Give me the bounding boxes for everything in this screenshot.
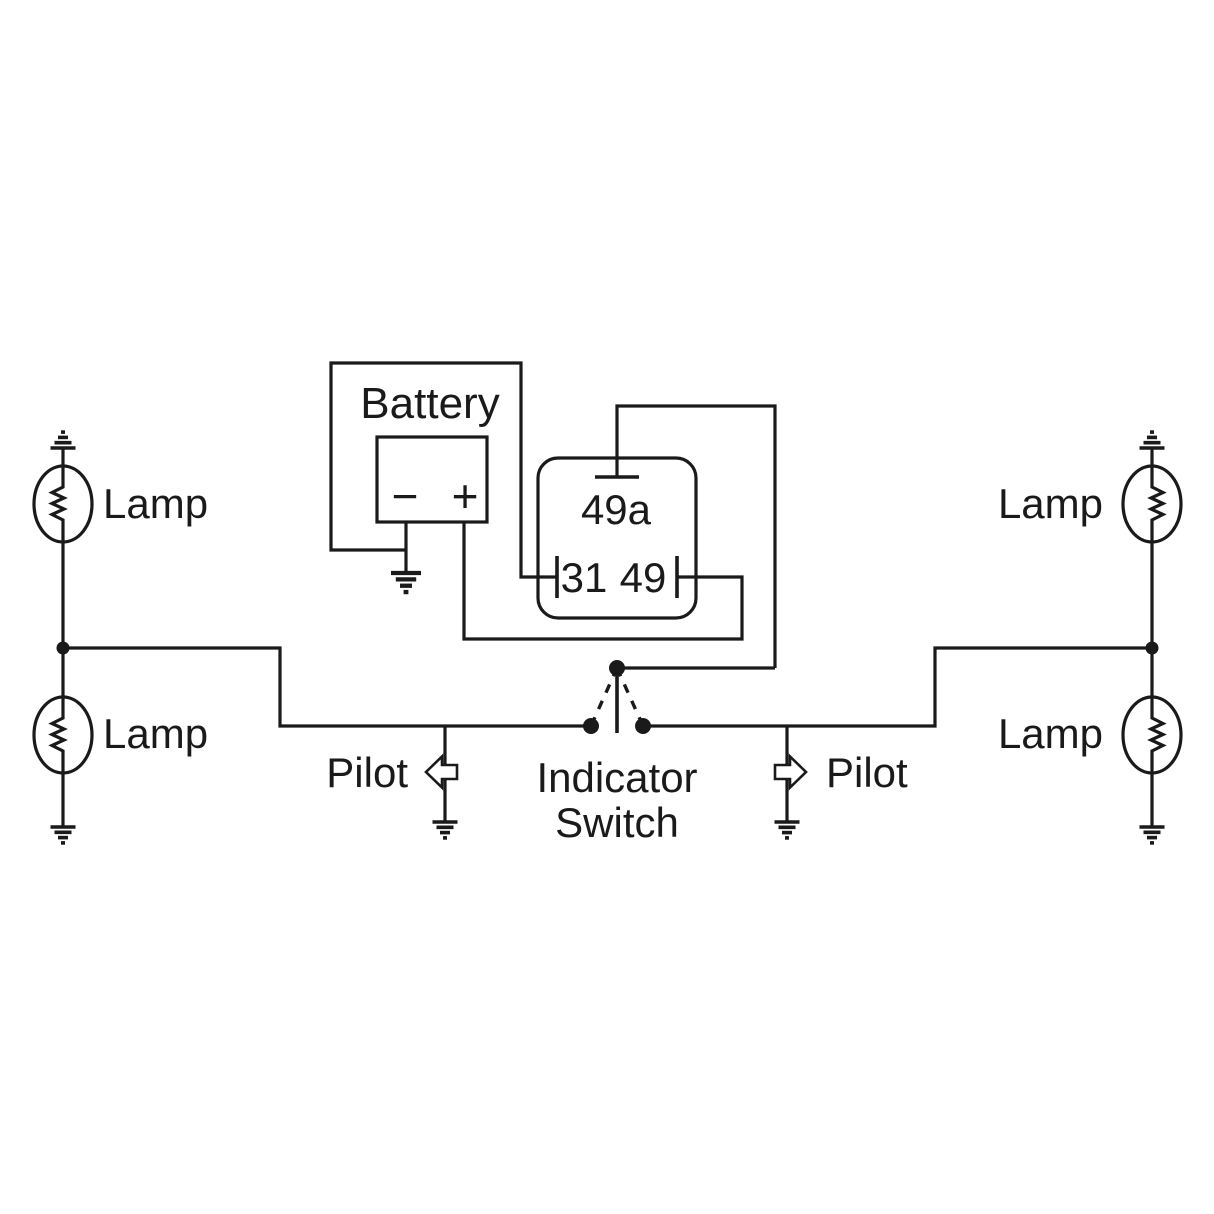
right-main-wire <box>643 646 1152 728</box>
relay-terminal-49a-label: 49a <box>581 486 652 533</box>
pilot-arrow-left-icon <box>424 753 459 791</box>
switch-right-contact-dot <box>635 718 651 734</box>
battery-box <box>375 435 489 524</box>
terminal-49a-wire-to-switch <box>615 404 777 668</box>
lamp-rear-left-label: Lamp <box>103 710 208 757</box>
switch-left-contact-dot <box>583 718 599 734</box>
battery-negative-sign: − <box>392 470 419 522</box>
lamp-front-left-label: Lamp <box>103 480 208 527</box>
battery-ground-loop-wire-to-terminal-31 <box>329 361 556 579</box>
pilot-left-group: Pilot <box>326 726 460 840</box>
pilot-right-label: Pilot <box>826 749 908 796</box>
switch-common-dot <box>609 660 625 676</box>
pilot-left-label: Pilot <box>326 749 408 796</box>
right-lamp-branch: Lamp Lamp <box>998 430 1183 845</box>
indicator-switch-label-line1: Indicator <box>536 754 697 801</box>
relay-terminal-31-label: 31 <box>561 554 608 601</box>
left-lamp-branch: Lamp Lamp <box>32 430 208 845</box>
pilot-arrow-right-icon <box>773 753 808 791</box>
pilot-right-group: Pilot <box>772 726 908 840</box>
left-main-wire <box>63 646 591 728</box>
lamp-front-right-label: Lamp <box>998 480 1103 527</box>
indicator-switch-label-line2: Switch <box>555 799 679 846</box>
battery-positive-wire-to-terminal-49 <box>462 522 744 641</box>
battery-group: Battery − + <box>329 361 744 641</box>
indicator-switch-group: Indicator Switch <box>536 660 775 846</box>
battery-label: Battery <box>360 379 499 428</box>
relay-terminal-49-label: 49 <box>620 554 667 601</box>
battery-positive-sign: + <box>452 470 479 522</box>
flasher-relay-group: 49a 31 49 <box>536 404 777 668</box>
lamp-rear-right-label: Lamp <box>998 710 1103 757</box>
